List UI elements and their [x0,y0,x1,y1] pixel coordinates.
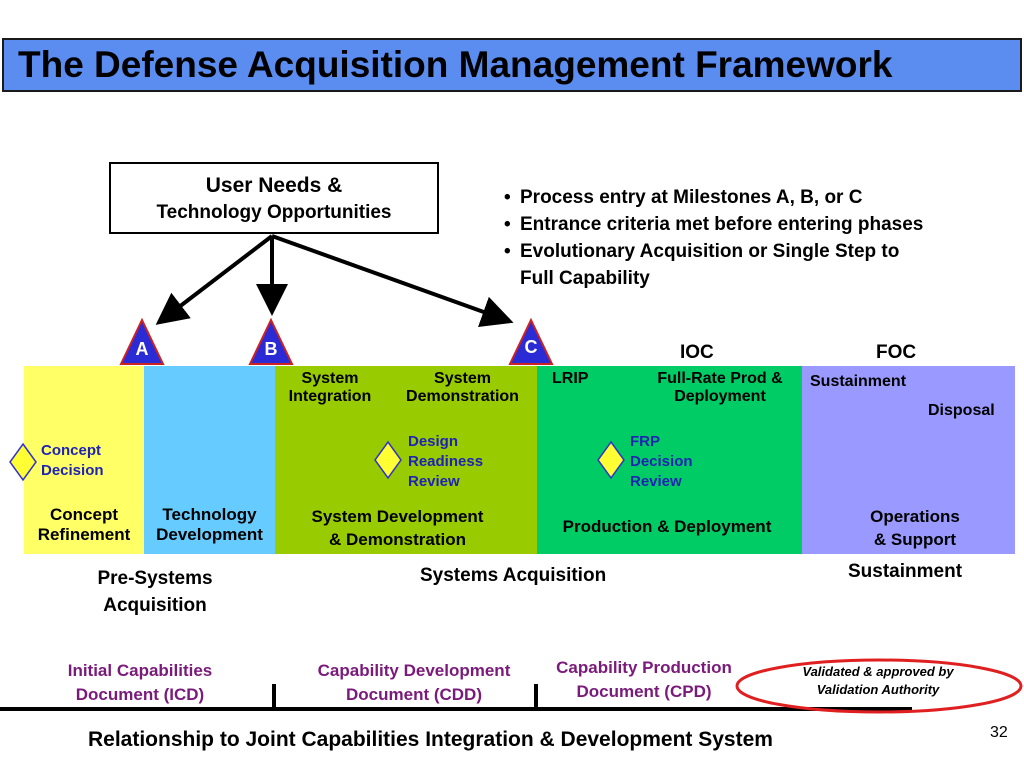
phase-technology-development [144,366,275,554]
systems-acquisition-label: Systems Acquisition [420,565,607,586]
title-bar: The Defense Acquisition Management Frame… [2,38,1022,92]
page-title: The Defense Acquisition Management Frame… [18,44,893,85]
footer-caption: Relationship to Joint Capabilities Integ… [88,728,773,751]
ioc-label: IOC [680,342,714,363]
phase-system-development [275,366,537,554]
disposal-label: Disposal [928,402,995,419]
production-deployment-label: Production & Deployment [562,517,772,536]
user-needs-line1: User Needs & [205,174,343,197]
bullet-item: •Evolutionary Acquisition or Single Step… [504,241,900,262]
document-baseline [0,707,912,711]
arrow-to-c [271,234,514,327]
document-tick [272,684,276,708]
sdd-label: System Development& Demonstration [311,507,484,549]
entry-bullets: •Process entry at Milestones A, B, or C … [504,184,1014,292]
full-rate-prod-label: Full-Rate Prod &Deployment [657,370,783,405]
phase-concept-refinement [24,366,144,554]
foc-label: FOC [876,342,917,363]
phase-production-deployment [537,366,802,554]
bullet-item: •Process entry at Milestones A, B, or C [504,187,863,208]
milestone-b-triangle [248,318,294,365]
milestone-c-label: C [524,337,538,357]
bullet-item: •Entrance criteria met before entering p… [504,214,924,235]
milestone-c-triangle [508,318,554,365]
user-needs-box: User Needs & Technology Opportunities [109,162,439,234]
phase-operations-support [802,366,1015,554]
arrow-to-a [155,234,274,325]
sustainment-sub-label: Sustainment [810,373,907,390]
document-tick [534,684,538,708]
design-readiness-diamond-icon [374,440,402,480]
bullet-item-continued: Full Capability [520,268,650,289]
milestone-a-label: A [135,339,149,359]
frp-decision-diamond-icon [597,440,625,480]
validation-highlight-oval [735,658,1023,714]
lrip-label: LRIP [552,370,589,387]
concept-decision-diamond-icon [9,442,37,482]
milestone-a-triangle [119,318,165,365]
user-needs-line2: Technology Opportunities [156,202,392,223]
page-number: 32 [990,724,1008,741]
milestone-b-label: B [264,339,278,359]
operations-support-label: Operations& Support [870,507,960,549]
sustainment-label: Sustainment [848,561,963,582]
